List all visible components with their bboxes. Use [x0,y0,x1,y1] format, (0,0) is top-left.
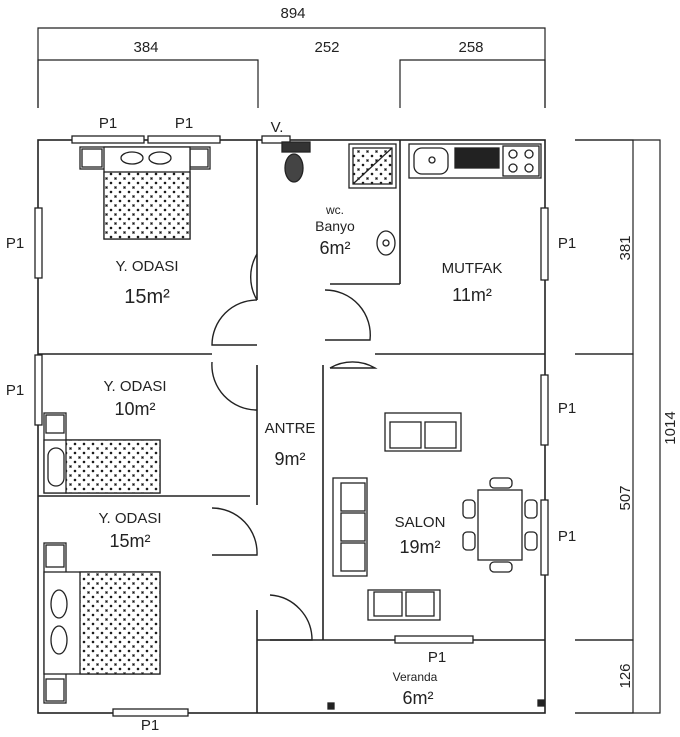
window-label-right1: P1 [558,235,576,252]
window-label-top2: P1 [175,115,193,132]
window-label-left1: P1 [6,235,24,252]
room-kitchen-area: 11m² [452,285,492,305]
window-label-vent: V. [271,119,284,136]
room-hall-area: 9m² [275,449,306,469]
room-bedroom1-name: Y. ODASI [115,258,178,275]
window-label-right3: P1 [558,528,576,545]
windows [34,135,549,717]
window-label-top1: P1 [99,115,117,132]
window-label-right2: P1 [558,400,576,417]
room-wc-area: 6m² [320,238,351,258]
dim-seg1: 384 [133,39,158,56]
room-bedroom3-area: 15m² [109,531,150,551]
room-bedroom2-name: Y. ODASI [103,378,166,395]
dim-total-width: 894 [280,5,305,22]
dim-seg3: 258 [458,39,483,56]
room-veranda-area: 6m² [403,688,434,708]
room-wc-name2: Banyo [315,218,355,234]
dim-right-total: 1014 [662,411,679,444]
window-label-left2: P1 [6,382,24,399]
dim-right-mid: 507 [617,485,634,510]
dim-right-bottom: 126 [617,663,634,688]
room-bedroom3-name: Y. ODASI [98,510,161,527]
toilet [284,153,304,183]
room-living-area: 19m² [399,537,440,557]
room-hall-name: ANTRE [265,420,316,437]
window-label-veranda: P1 [428,649,446,666]
toilet-tank [281,141,311,153]
room-bedroom2-area: 10m² [114,399,155,419]
furniture [43,141,545,710]
dim-right-top: 381 [617,235,634,260]
room-veranda-name: Veranda [393,670,438,684]
room-kitchen-name: MUTFAK [442,260,503,277]
room-living-name: SALON [395,514,446,531]
room-bedroom1-area: 15m² [124,286,170,308]
doors [211,253,378,641]
dim-seg2: 252 [314,39,339,56]
dining-table [477,489,523,561]
room-wc-name1: wc. [325,203,344,217]
window-label-bottom: P1 [141,717,159,734]
dimension-lines [37,27,661,714]
